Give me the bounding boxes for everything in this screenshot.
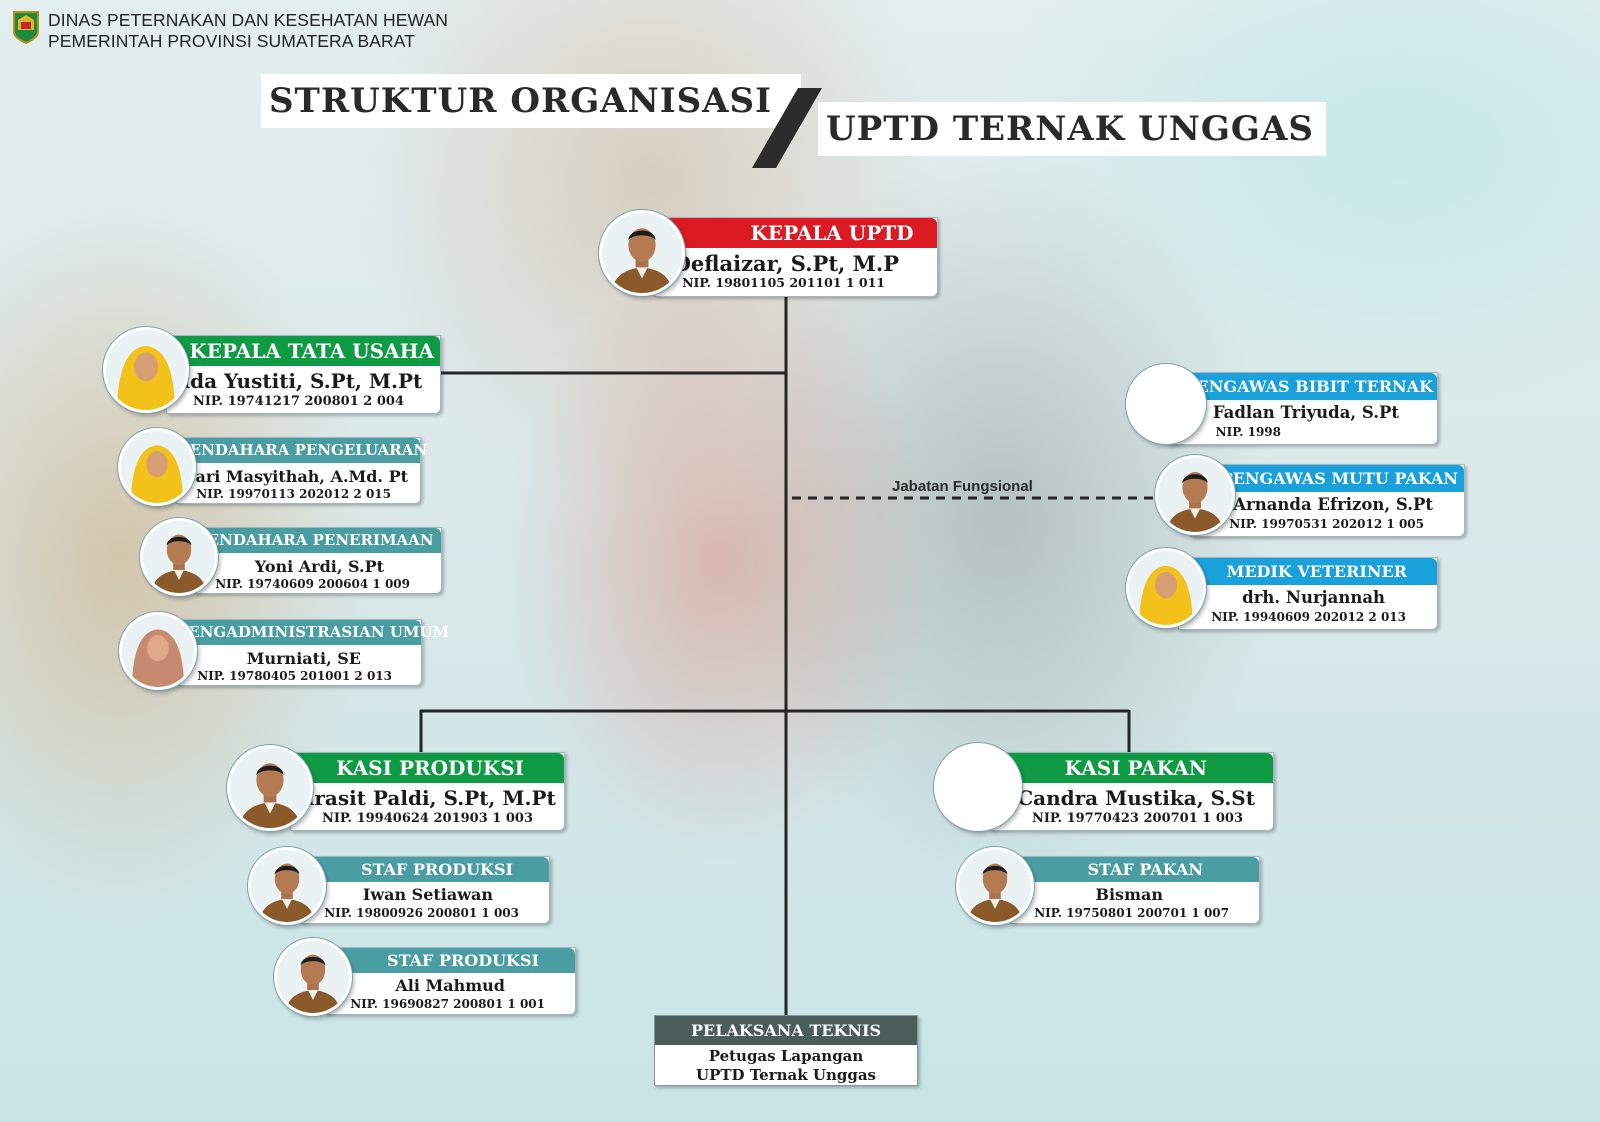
fungsional-label: Jabatan Fungsional <box>892 478 1033 495</box>
agency-header: DINAS PETERNAKAN DAN KESEHATAN HEWAN PEM… <box>12 10 448 52</box>
agency-name-line2: PEMERINTAH PROVINSI SUMATERA BARAT <box>48 31 416 51</box>
role-label: STAF PRODUKSI <box>327 948 575 973</box>
person-name: Aida Yustiti, S.Pt, M.Pt <box>167 369 423 393</box>
person-name: Deflaizar, S.Pt, M.P <box>672 251 899 276</box>
role-label: PENGADMINISTRASIAN UMUM <box>177 620 449 645</box>
person-nip: NIP. 19970531 202012 1 005 <box>1229 517 1424 531</box>
person-nip: NIP. 19940609 202012 2 013 <box>1211 610 1406 624</box>
avatar <box>934 743 1022 831</box>
person-name: Ali Mahmud <box>395 976 505 995</box>
person-name: Sari Masyithah, A.Md. Pt <box>183 467 408 486</box>
role-label: MEDIK VETERINER <box>1179 558 1437 585</box>
person-nip: NIP. 19770423 200701 1 003 <box>1031 811 1243 826</box>
person-nip: NIP. 19940624 201903 1 003 <box>321 811 533 826</box>
person-nip: NIP. 19800926 200801 1 003 <box>324 906 519 920</box>
person-nip: NIP. 19690827 200801 1 001 <box>350 997 545 1011</box>
person-name: Murniati, SE <box>246 649 361 668</box>
avatar <box>956 847 1034 925</box>
person-nip: NIP. 19970113 202012 2 015 <box>196 487 391 501</box>
role-label: BENDAHARA PENGELUARAN <box>177 438 427 463</box>
role-label: PENGAWAS BIBIT TERNAK <box>1169 373 1437 400</box>
title-part2: UPTD TERNAK UNGGAS <box>818 102 1326 156</box>
role-label: PENGAWAS MUTU PAKAN <box>1191 465 1464 492</box>
avatar <box>118 428 196 506</box>
role-label: BENDAHARA PENERIMAAN <box>195 528 441 553</box>
avatar <box>103 327 189 413</box>
person-nip: NIP. 19801105 201101 1 011 <box>682 275 885 290</box>
person-nip: NIP. 19780405 201001 2 013 <box>197 669 392 683</box>
pelaksana-line1: Petugas Lapangan <box>708 1047 864 1065</box>
role-label: KEPALA TATA USAHA <box>167 336 440 366</box>
role-label: STAF PRODUKSI <box>301 857 549 882</box>
person-name: Fadlan Triyuda, S.Pt <box>1212 403 1399 422</box>
avatar <box>248 847 326 925</box>
person-name: Iwan Setiawan <box>362 885 493 904</box>
avatar <box>227 745 313 831</box>
person-nip: NIP. 19750801 200701 1 007 <box>1034 906 1229 920</box>
role-label: PELAKSANA TEKNIS <box>655 1016 917 1045</box>
avatar <box>140 518 218 596</box>
title-part1: STRUKTUR ORGANISASI <box>261 74 801 128</box>
title-slash-divider <box>752 88 822 168</box>
person-nip: NIP. 19740609 200604 1 009 <box>215 577 410 591</box>
avatar <box>1155 455 1235 535</box>
avatar <box>599 210 685 296</box>
person-name: Bisman <box>1095 885 1163 904</box>
person-name: Candra Mustika, S.St <box>1017 786 1255 810</box>
avatar <box>274 938 352 1016</box>
person-name: Idrasit Paldi, S.Pt, M.Pt <box>291 786 556 810</box>
person-nip: NIP. 1998 <box>1215 425 1281 439</box>
person-name: Arnanda Efrizon, S.Pt <box>1233 495 1433 514</box>
person-name: drh. Nurjannah <box>1242 588 1385 607</box>
role-label: STAF PAKAN <box>1011 857 1259 882</box>
role-label: KASI PRODUKSI <box>291 753 564 783</box>
pelaksana-line2: UPTD Ternak Unggas <box>695 1066 876 1084</box>
province-emblem-icon <box>13 11 39 44</box>
role-label: KASI PAKAN <box>991 753 1273 783</box>
card-pelaksana-teknis: PELAKSANA TEKNIS Petugas Lapangan UPTD T… <box>654 1015 918 1086</box>
avatar <box>1126 364 1206 444</box>
person-nip: NIP. 19741217 200801 2 004 <box>192 394 404 409</box>
role-label: KEPALA UPTD <box>655 218 937 248</box>
avatar <box>119 612 197 690</box>
agency-name-line1: DINAS PETERNAKAN DAN KESEHATAN HEWAN <box>48 10 449 30</box>
person-name: Yoni Ardi, S.Pt <box>254 557 384 576</box>
avatar <box>1126 548 1206 628</box>
